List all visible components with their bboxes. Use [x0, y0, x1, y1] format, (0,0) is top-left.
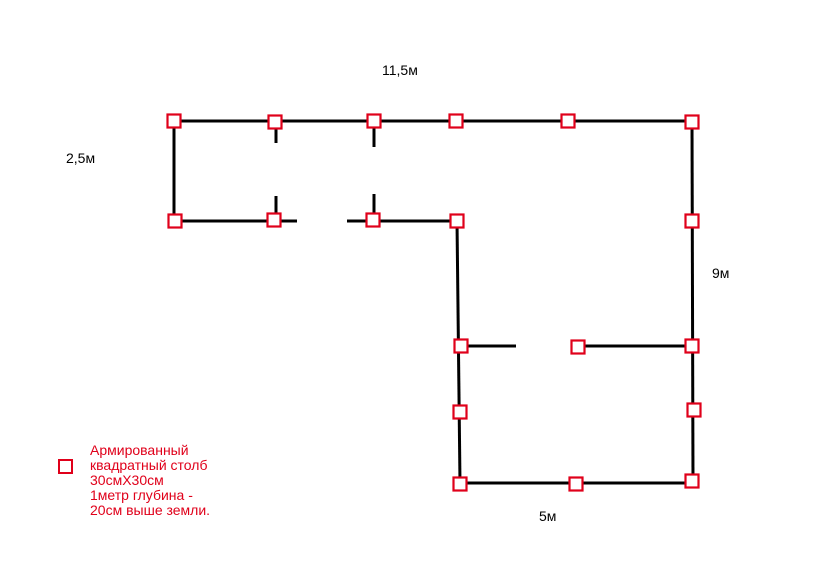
reinforced-post-icon — [266, 212, 282, 228]
dimension-bottom-width: 5м — [539, 508, 557, 524]
reinforced-post-icon — [366, 113, 382, 129]
legend-line: Армированный — [90, 442, 189, 458]
reinforced-post-icon — [684, 213, 700, 229]
legend-line: 1метр глубина - — [90, 487, 193, 503]
reinforced-post-icon — [365, 212, 381, 228]
legend-line: квадратный столб — [90, 457, 208, 473]
reinforced-post-icon — [453, 338, 469, 354]
legend-line: 20см выше земли. — [90, 502, 211, 518]
reinforced-post-icon — [570, 339, 586, 355]
dimension-left-width: 2,5м — [66, 150, 96, 166]
dimension-top-length: 11,5м — [382, 62, 418, 78]
dimension-right-length: 9м — [712, 265, 730, 281]
reinforced-post-icon — [452, 404, 468, 420]
reinforced-post-icon — [684, 114, 700, 130]
legend-post-symbol-icon — [58, 459, 73, 474]
wall-right — [690, 120, 695, 484]
reinforced-post-icon — [684, 338, 700, 354]
reinforced-post-icon — [448, 113, 464, 129]
reinforced-post-icon — [684, 473, 700, 489]
reinforced-post-icon — [166, 113, 182, 129]
reinforced-post-icon — [267, 114, 283, 130]
posts — [166, 113, 702, 492]
reinforced-post-icon — [686, 402, 702, 418]
walls — [172, 119, 695, 485]
legend-line: 30смХ30см — [90, 472, 164, 488]
reinforced-post-icon — [452, 476, 468, 492]
reinforced-post-icon — [560, 113, 576, 129]
reinforced-post-icon — [167, 213, 183, 229]
reinforced-post-icon — [568, 476, 584, 492]
legend-text: Армированный квадратный столб 30смХ30см … — [90, 443, 290, 518]
reinforced-post-icon — [449, 213, 465, 229]
